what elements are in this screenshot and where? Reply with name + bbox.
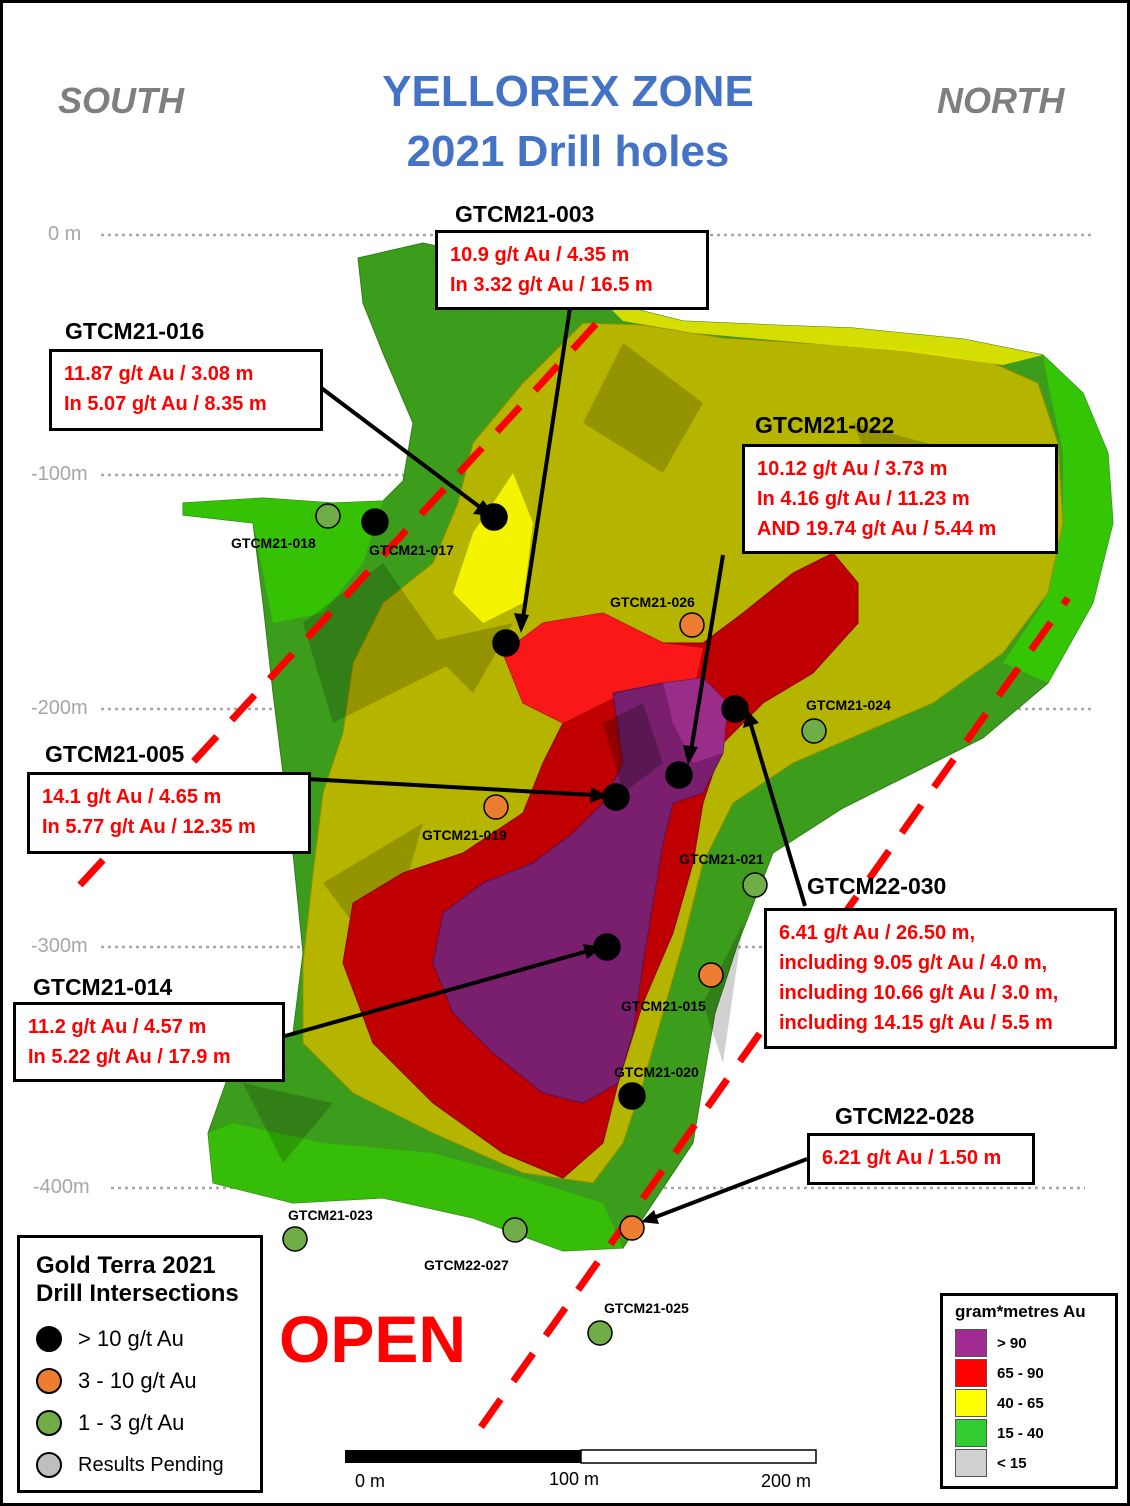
grade-shell-15-40-bright — [1003, 355, 1113, 683]
callout-line: In 4.16 g/t Au / 11.23 m — [757, 488, 970, 510]
grade-shell-15-40-west — [183, 498, 383, 623]
hole-label: GTCM21-025 — [604, 1300, 689, 1316]
callout-line: AND 19.74 g/t Au / 5.44 m — [757, 518, 997, 540]
depth-label: -300m — [31, 935, 88, 957]
title-line-2: 2021 Drill holes — [406, 127, 730, 176]
open-label: OPEN — [279, 1302, 467, 1376]
grade-shell-65-90-bright — [503, 613, 703, 723]
callout-line: In 5.22 g/t Au / 17.9 m — [28, 1046, 231, 1068]
callout-line: 10.12 g/t Au / 3.73 m — [757, 458, 948, 480]
legend-title-line-2: Drill Intersections — [36, 1280, 239, 1307]
hole-label: GTCM22-027 — [424, 1257, 509, 1273]
callout-line: 11.2 g/t Au / 4.57 m — [28, 1016, 207, 1038]
gray-dot-icon — [36, 1452, 62, 1478]
hole-label: GTCM21-024 — [806, 697, 891, 713]
hole-label: GTCM21-015 — [621, 998, 706, 1014]
legend-item-label: Results Pending — [78, 1453, 224, 1476]
callout-line: 14.1 g/t Au / 4.65 m — [42, 786, 222, 808]
callout-hole-name: GTCM21-014 — [33, 974, 173, 1000]
callout-line: In 5.77 g/t Au / 12.35 m — [42, 816, 256, 838]
callout-box: 6.41 g/t Au / 26.50 m, including 9.05 g/… — [764, 908, 1117, 1049]
callout-box: 10.12 g/t Au / 3.73 m In 4.16 g/t Au / 1… — [742, 444, 1058, 554]
green-swatch-icon — [955, 1419, 987, 1447]
callout-line: 10.9 g/t Au / 4.35 m — [450, 244, 630, 266]
gram-metres-legend: gram*metres Au > 90 65 - 90 40 - 65 15 -… — [940, 1293, 1118, 1489]
hole-label: GTCM21-023 — [288, 1207, 373, 1223]
purple-swatch-icon — [955, 1329, 987, 1357]
green-dot-icon — [36, 1410, 62, 1436]
callout-line: In 5.07 g/t Au / 8.35 m — [64, 393, 267, 415]
legend-item-high-grade: > 10 g/t Au — [36, 1318, 260, 1360]
grade-shell-over-90-shade — [603, 703, 663, 793]
callout-box: 14.1 g/t Au / 4.65 m In 5.77 g/t Au / 12… — [27, 772, 311, 854]
depth-label: -100m — [31, 463, 88, 485]
yellow-swatch-icon — [955, 1389, 987, 1417]
direction-north: NORTH — [937, 80, 1065, 121]
legend-item-low-grade: 1 - 3 g/t Au — [36, 1402, 260, 1444]
grade-legend-title: gram*metres Au — [955, 1302, 1086, 1321]
grade-legend-item: 15 - 40 — [955, 1418, 1115, 1448]
gray-swatch-icon — [955, 1449, 987, 1477]
callout-box: 6.21 g/t Au / 1.50 m — [807, 1133, 1035, 1185]
legend-item-label: > 10 g/t Au — [78, 1326, 184, 1351]
depth-label: -200m — [31, 697, 88, 719]
scale-label: 200 m — [761, 1471, 812, 1491]
callout-line: 6.41 g/t Au / 26.50 m, — [779, 922, 976, 944]
callout-arrowheads — [473, 500, 759, 1224]
grade-legend-label: < 15 — [997, 1454, 1027, 1472]
grade-legend-item: < 15 — [955, 1448, 1115, 1478]
grade-legend-item: 65 - 90 — [955, 1358, 1115, 1388]
drill-hole-markers — [282, 503, 827, 1346]
black-dot-icon — [36, 1326, 62, 1352]
grade-shell-40-65-bright — [603, 301, 1043, 365]
callout-line: including 14.15 g/t Au / 5.5 m — [779, 1012, 1053, 1034]
scale-bar-graphic — [345, 1449, 817, 1464]
grade-legend-label: 15 - 40 — [997, 1424, 1044, 1442]
scale-label: 100 m — [549, 1469, 600, 1489]
callout-arrows — [284, 307, 808, 1220]
callout-line: including 9.05 g/t Au / 4.0 m, — [779, 952, 1048, 974]
grade-legend-item: > 90 — [955, 1328, 1115, 1358]
grade-legend-label: > 90 — [997, 1334, 1027, 1352]
hole-label: GTCM21-019 — [422, 827, 507, 843]
grade-legend-item: 40 - 65 — [955, 1388, 1115, 1418]
scale-label: 0 m — [355, 1471, 386, 1491]
callout-line: 6.21 g/t Au / 1.50 m — [822, 1147, 1002, 1169]
drill-intersections-legend: Gold Terra 2021 Drill Intersections > 10… — [17, 1235, 263, 1493]
hole-label: GTCM21-017 — [369, 542, 454, 558]
callout-hole-name: GTCM21-005 — [45, 741, 185, 767]
orange-dot-icon — [36, 1368, 62, 1394]
title-line-1: YELLOREX ZONE — [382, 67, 754, 116]
callout-hole-name: GTCM22-030 — [807, 873, 947, 899]
hole-label: GTCM21-018 — [231, 535, 316, 551]
callout-line: including 10.66 g/t Au / 3.0 m, — [779, 982, 1059, 1004]
depth-label: 0 m — [48, 223, 82, 245]
hole-label: GTCM21-026 — [610, 594, 695, 610]
grade-legend-label: 40 - 65 — [997, 1394, 1044, 1412]
callout-hole-name: GTCM21-016 — [65, 318, 205, 344]
callout-line: 11.87 g/t Au / 3.08 m — [64, 363, 254, 385]
legend-item-label: 1 - 3 g/t Au — [78, 1410, 185, 1435]
legend-item-label: 3 - 10 g/t Au — [78, 1368, 197, 1393]
callout-line: In 3.32 g/t Au / 16.5 m — [450, 274, 653, 296]
grade-shell-40-65-core — [453, 473, 533, 623]
callout-box: 11.87 g/t Au / 3.08 m In 5.07 g/t Au / 8… — [49, 349, 323, 431]
hole-label: GTCM21-020 — [614, 1064, 699, 1080]
depth-label: -400m — [33, 1176, 90, 1198]
callout-hole-name: GTCM21-022 — [755, 412, 895, 438]
callout-hole-name: GTCM21-003 — [455, 201, 595, 227]
direction-south: SOUTH — [58, 80, 184, 121]
callout-box: 10.9 g/t Au / 4.35 m In 3.32 g/t Au / 16… — [435, 230, 709, 310]
legend-item-pending: Results Pending — [36, 1444, 260, 1486]
grade-legend-label: 65 - 90 — [997, 1364, 1044, 1382]
callout-box: 11.2 g/t Au / 4.57 m In 5.22 g/t Au / 17… — [13, 1002, 285, 1082]
red-swatch-icon — [955, 1359, 987, 1387]
legend-title-line-1: Gold Terra 2021 — [36, 1252, 216, 1279]
callout-hole-name: GTCM22-028 — [835, 1103, 975, 1129]
legend-item-mid-grade: 3 - 10 g/t Au — [36, 1360, 260, 1402]
hole-label: GTCM21-021 — [679, 851, 764, 867]
